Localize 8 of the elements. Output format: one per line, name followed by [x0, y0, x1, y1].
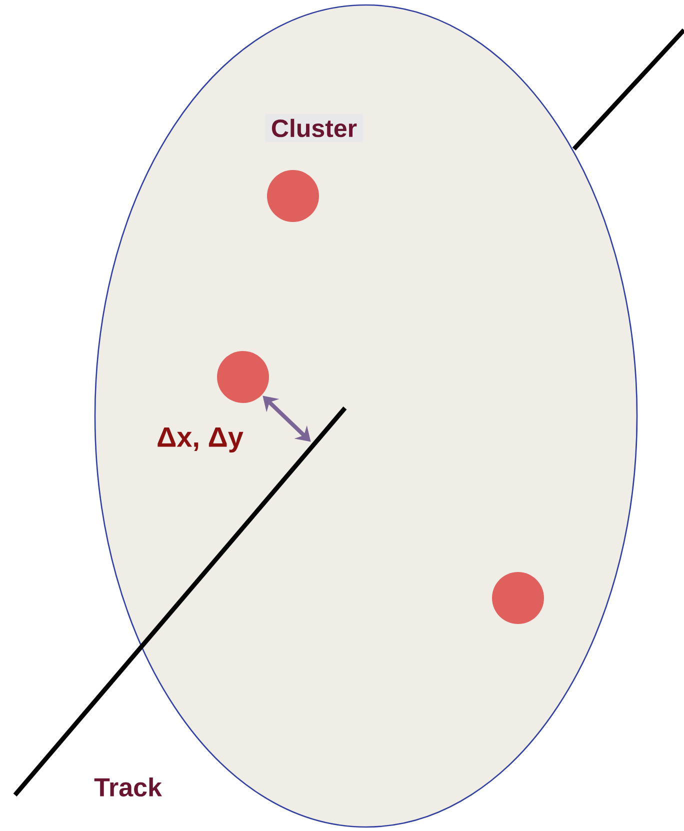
cluster-label: Cluster [264, 114, 364, 142]
track-label: Track [94, 777, 162, 797]
edge-label: Δx, Δy [158, 427, 244, 453]
hit-circle [267, 170, 319, 222]
cluster-ellipse [94, 4, 638, 828]
hit-circle [492, 572, 544, 624]
track-line [12, 28, 684, 798]
hit-circle [217, 351, 269, 403]
